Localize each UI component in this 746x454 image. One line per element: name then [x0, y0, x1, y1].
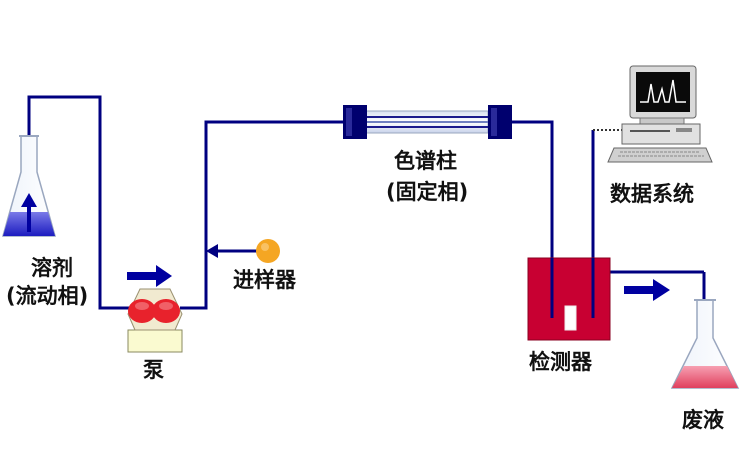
- flow-arrow-icon: [127, 265, 172, 287]
- column-label: 色谱柱: [394, 149, 457, 173]
- tubing-column-to-detector: [512, 120, 554, 318]
- data-system-label: 数据系统: [610, 182, 694, 206]
- detector-label: 检测器: [529, 350, 592, 374]
- pump-label: 泵: [143, 358, 164, 382]
- solvent-label: 溶剂: [31, 256, 73, 280]
- injector-port-icon: [206, 239, 280, 263]
- tubing-pump-to-column: [180, 120, 343, 310]
- flow-arrow-icon: [624, 279, 670, 301]
- solvent-flask-icon: [2, 135, 56, 237]
- waste-flask-icon: [670, 299, 740, 389]
- injector-label: 进样器: [233, 268, 296, 292]
- mobile-phase-label: (流动相): [6, 284, 89, 308]
- pump-icon: [127, 288, 183, 353]
- column-icon: [343, 105, 512, 139]
- detector-icon: [527, 257, 611, 341]
- waste-label: 废液: [682, 408, 724, 432]
- computer-icon: [607, 65, 713, 163]
- stationary-phase-label: (固定相): [386, 180, 469, 204]
